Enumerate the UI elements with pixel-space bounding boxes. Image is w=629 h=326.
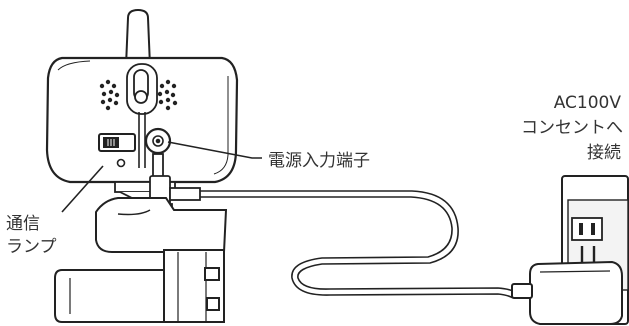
speaker-grille-left [99,79,120,111]
camera-body [45,56,239,184]
antenna [124,8,152,67]
comm-lamp-label-line2: ランプ [6,237,57,257]
comm-lamp-label-line1: 通信 [6,214,40,234]
power-terminal-label: 電源入力端子 [268,151,370,171]
outlet-label-line3: 接続 [587,143,621,163]
mount-surface [54,269,165,323]
antenna-hinge [126,63,158,115]
outlet-label-line1: AC100V [554,93,622,113]
ac-adapter [511,246,623,325]
outlet-label-line2: コンセントへ [521,118,623,138]
leader-lines [61,141,262,213]
mode-switch [98,133,136,152]
comm-lamp [116,158,126,168]
speaker-grille-right [157,79,178,111]
clamp-stand [95,197,228,323]
power-cable [200,190,516,299]
power-port [144,127,172,155]
